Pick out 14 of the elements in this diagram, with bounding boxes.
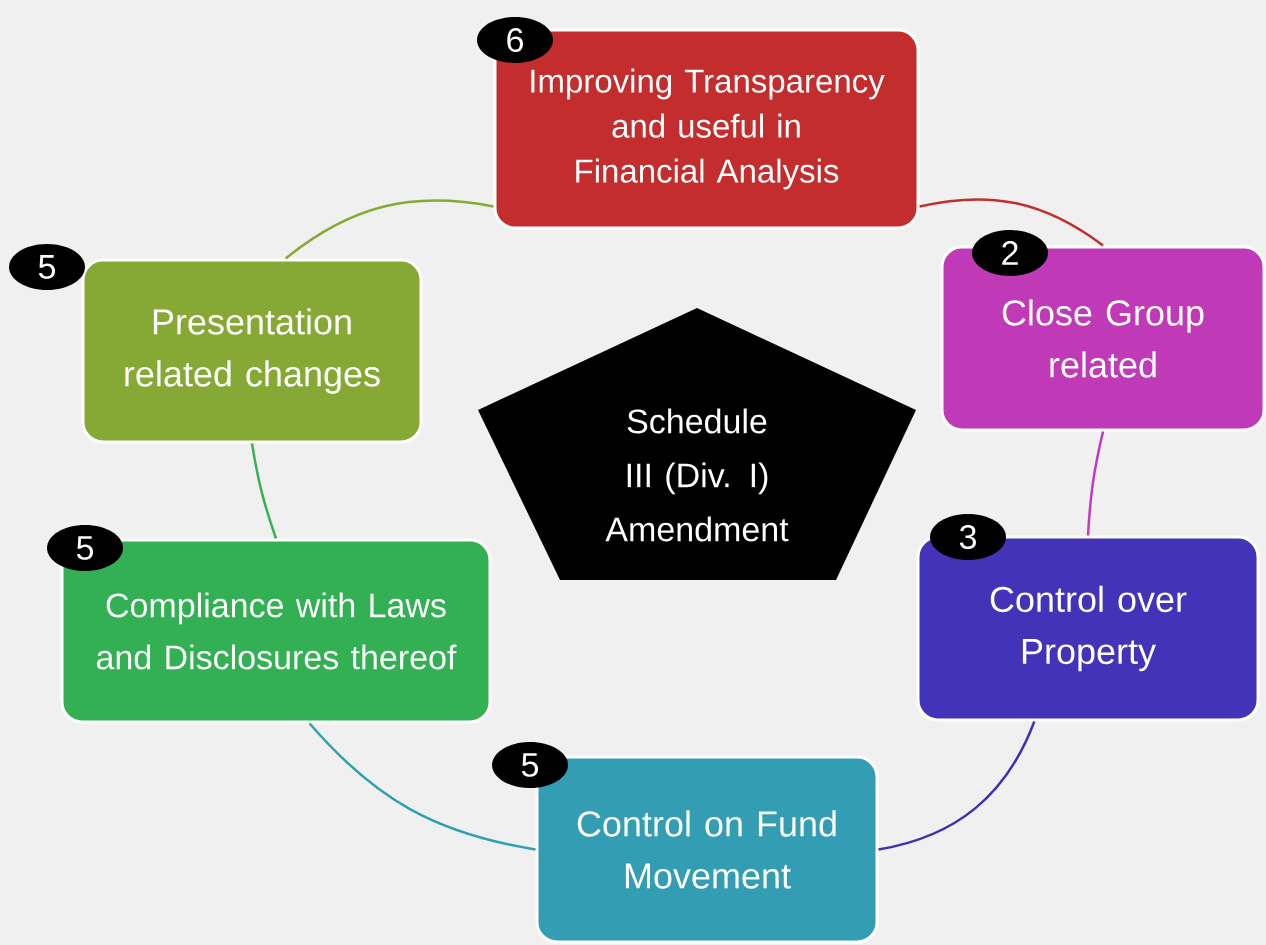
connector-arc [878,721,1036,851]
pentagon: Schedule III (Div. I) Amendment [478,308,916,580]
number-badge: 5 [492,742,568,788]
number-badge: 6 [477,17,553,63]
connector-arc [308,722,536,851]
number-badge: 5 [47,525,123,571]
connector-arc [284,199,494,260]
number-badge: 5 [9,244,85,290]
number-badge: 2 [972,230,1048,276]
process-box: Presentation related changes [81,258,423,444]
number-badge: 3 [930,514,1006,560]
connector-arc [1086,431,1105,536]
connector-arc [250,443,278,539]
connector-arc [919,198,1104,247]
